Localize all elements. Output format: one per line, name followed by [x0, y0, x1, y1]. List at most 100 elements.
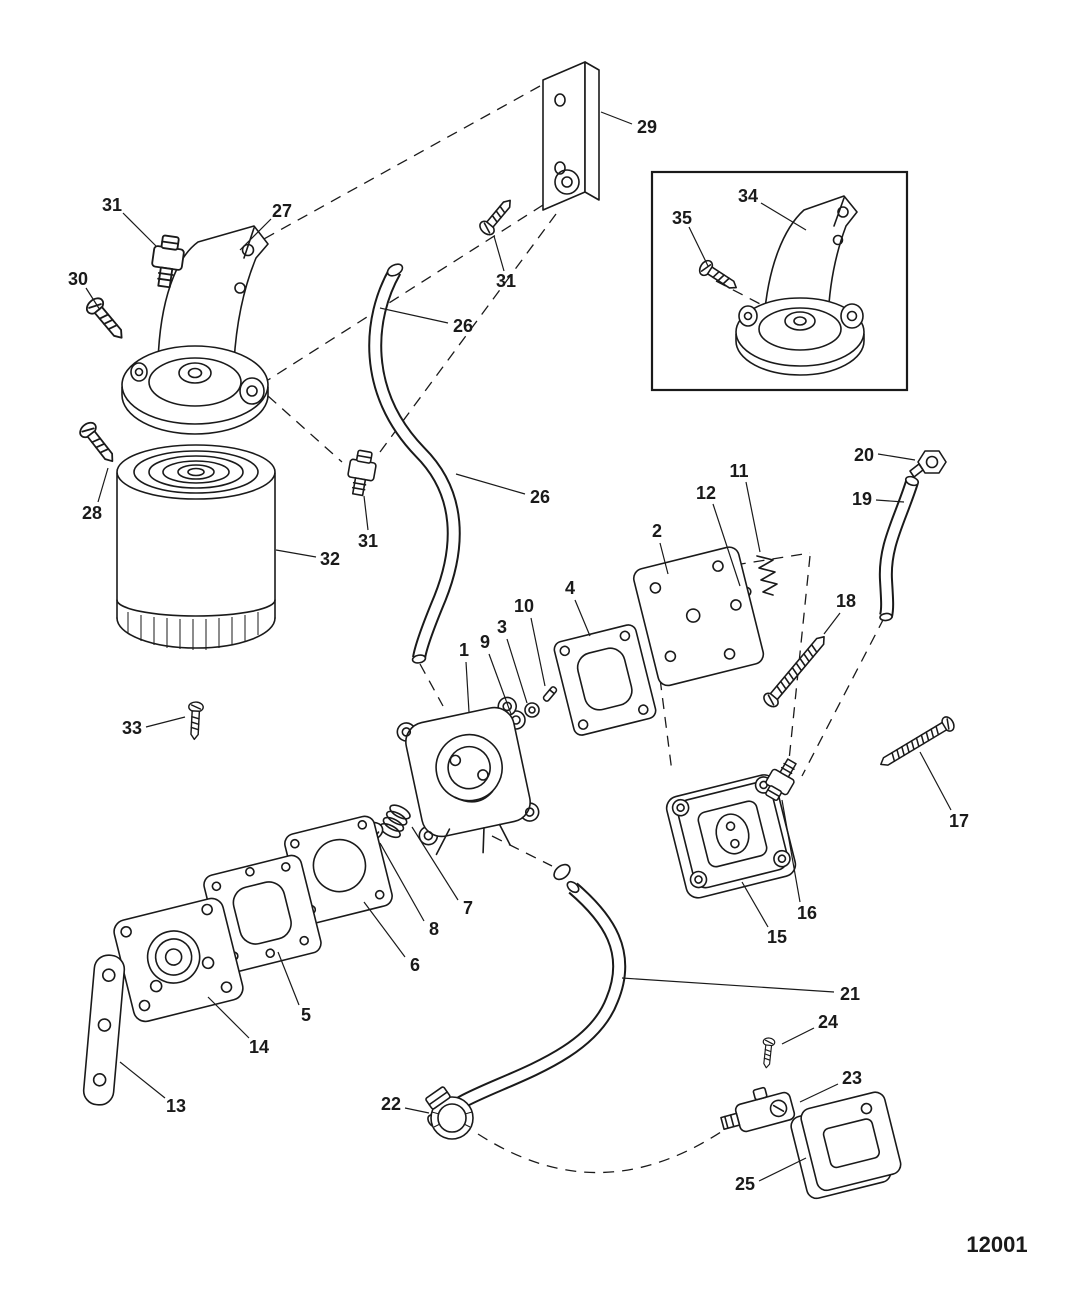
- callout-3-20: 3: [497, 617, 507, 637]
- callout-leader-9-21: [488, 653, 512, 715]
- hose-end-fitting: [553, 863, 571, 881]
- part-19-hose: [878, 475, 920, 622]
- callout-30-3: 30: [68, 269, 88, 289]
- callout-2-16: 2: [652, 521, 662, 541]
- callout-16-28: 16: [797, 903, 817, 923]
- callout-leader-24-35: [781, 1027, 815, 1045]
- callout-10-19: 10: [514, 596, 534, 616]
- callout-26-7: 26: [453, 316, 473, 336]
- callout-11-14: 11: [729, 461, 748, 481]
- part-14-flange-plate: [113, 897, 244, 1023]
- callout-leader-22-34: [404, 1107, 430, 1114]
- callout-34-4: 34: [738, 186, 758, 206]
- part-22-hose-clamp: [425, 1086, 474, 1140]
- callout-21-32: 21: [840, 984, 860, 1004]
- callout-24-35: 24: [818, 1012, 838, 1032]
- part-17-screw: [876, 714, 958, 772]
- part-10-pin: [542, 686, 558, 702]
- callout-leader-27-2: [239, 218, 272, 251]
- callout-leader-23-36: [799, 1083, 839, 1103]
- callout-leader-19-13: [875, 499, 905, 503]
- part-4-gasket: [553, 624, 657, 736]
- part-35-screw: [696, 257, 742, 296]
- callout-leader-26-10: [455, 473, 526, 495]
- part-24-screw: [759, 1036, 776, 1069]
- part-25-plate: [790, 1091, 902, 1200]
- callout-17-24: 17: [949, 811, 969, 831]
- callout-20-12: 20: [854, 445, 874, 465]
- part-15-fuel-pump: [665, 774, 797, 899]
- callout-1-22: 1: [459, 640, 469, 660]
- part-3-washer: [524, 702, 540, 718]
- callout-leader-33-23: [145, 716, 186, 728]
- callout-leader-1-22: [465, 661, 470, 713]
- callout-leader-29-0: [600, 111, 633, 125]
- part-7-spring: [379, 804, 411, 839]
- callout-8-26: 8: [429, 919, 439, 939]
- callout-leader-5-30: [277, 951, 300, 1006]
- part-21-fuel-hose: [427, 880, 627, 1128]
- callout-leader-11-14: [745, 481, 761, 553]
- callout-35-5: 35: [672, 208, 692, 228]
- part-26-fuel-hose: [368, 263, 461, 664]
- callout-leader-34-4: [760, 202, 807, 231]
- callout-leader-15-29: [741, 881, 769, 928]
- callout-leader-7-25: [411, 826, 459, 901]
- part-33-screw: [186, 700, 205, 741]
- callout-12-15: 12: [696, 483, 716, 503]
- callout-leader-17-24: [919, 751, 952, 811]
- part-23-valve: [720, 1086, 796, 1133]
- part-13-bracket-strip: [82, 954, 126, 1106]
- callout-leader-18-17: [823, 612, 841, 635]
- alignment-dashed-lines: [261, 85, 885, 1174]
- callout-6-27: 6: [410, 955, 420, 975]
- callout-31-9: 31: [358, 531, 378, 551]
- callout-leader-6-27: [363, 901, 406, 958]
- callout-14-31: 14: [249, 1037, 269, 1057]
- callout-7-25: 7: [463, 898, 473, 918]
- callout-18-17: 18: [836, 591, 856, 611]
- part-28-screw: [76, 418, 121, 468]
- part-12-spring: [756, 555, 778, 596]
- callout-5-30: 5: [301, 1005, 311, 1025]
- callout-leader-35-5: [688, 226, 709, 267]
- callout-22-34: 22: [381, 1094, 401, 1114]
- part-1-fuel-pump: [396, 696, 540, 856]
- callout-leader-12-15: [712, 503, 741, 587]
- callout-19-13: 19: [852, 489, 872, 509]
- callout-25-37: 25: [735, 1174, 755, 1194]
- callout-9-21: 9: [480, 632, 490, 652]
- part-27-filter-bracket: [121, 225, 269, 435]
- callout-leader-32-11: [275, 549, 317, 558]
- callout-33-23: 33: [122, 718, 142, 738]
- inset-box: [650, 170, 909, 392]
- part-31-elbow-fitting-b: [344, 448, 379, 498]
- callout-31-6: 31: [496, 271, 516, 291]
- part-34-filter-bracket: [735, 195, 865, 376]
- callout-leader-3-20: [506, 638, 528, 704]
- part-2-cover-plate: [632, 546, 765, 687]
- callout-23-36: 23: [842, 1068, 862, 1088]
- callout-27-2: 27: [272, 201, 292, 221]
- callout-leader-16-28: [781, 799, 801, 903]
- callout-29-0: 29: [637, 117, 657, 137]
- callout-leader-4-18: [574, 599, 591, 637]
- callout-leader-30-3: [85, 287, 101, 311]
- callout-leader-21-32: [621, 977, 835, 993]
- callout-15-29: 15: [767, 927, 787, 947]
- part-30-screw: [82, 294, 130, 345]
- callout-13-33: 13: [166, 1096, 186, 1116]
- callout-leader-31-1: [122, 212, 157, 247]
- callout-leader-13-33: [119, 1061, 166, 1099]
- part-31-screw-c: [476, 194, 518, 239]
- callout-leader-25-37: [758, 1157, 807, 1182]
- callout-26-10: 26: [530, 487, 550, 507]
- callout-leader-2-16: [659, 542, 669, 575]
- part-32-oil-filter: [116, 444, 276, 650]
- callout-28-8: 28: [82, 503, 102, 523]
- callout-31-1: 31: [102, 195, 122, 215]
- part-20-fitting: [909, 450, 947, 478]
